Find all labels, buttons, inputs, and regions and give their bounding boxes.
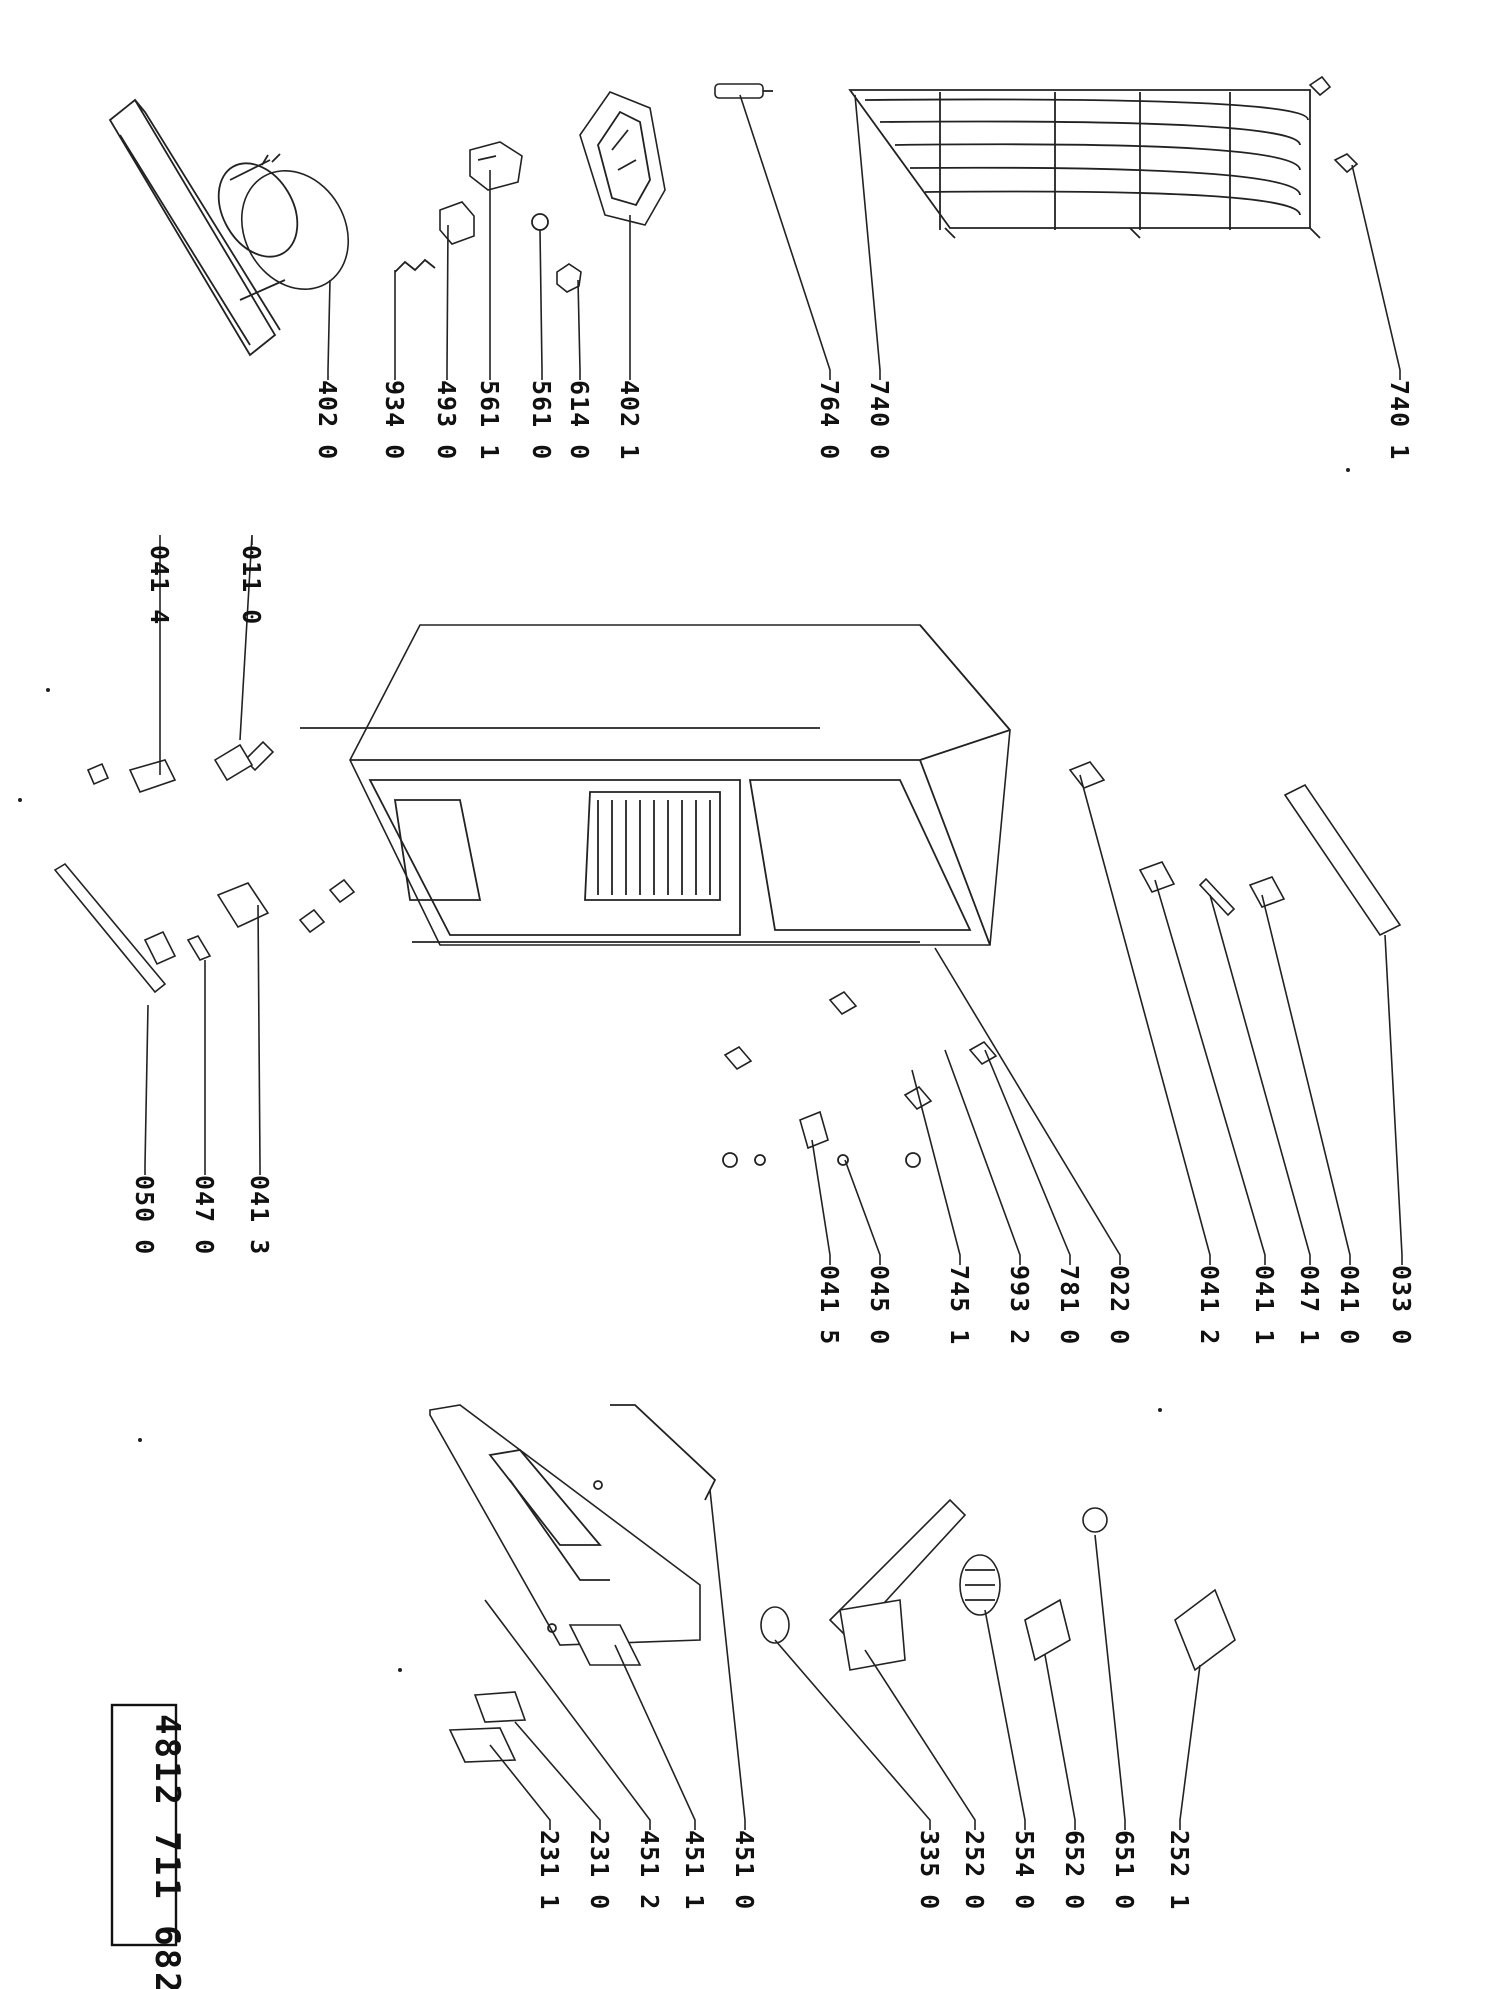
part-label: 041 5: [815, 1265, 844, 1345]
leader-line: [984, 1049, 1071, 1265]
hinge-parts-lower: [53, 862, 356, 994]
part-number-labels: 402 0 934 0 493 0 561 1 561 0 614 0 402 1 764 0…: [130, 94, 1416, 1910]
part-label: 652 0: [1060, 1830, 1089, 1910]
part-label: 934 0: [380, 380, 409, 460]
part-label: 993 2: [1005, 1265, 1034, 1345]
part-label: 402 1: [615, 380, 644, 460]
part-label: 745 1: [945, 1265, 974, 1345]
leader-line: [1179, 1664, 1201, 1830]
leader-line: [1351, 164, 1401, 380]
part-label: 041 3: [245, 1175, 274, 1255]
leader-line: [1044, 1654, 1076, 1830]
part-label: 451 1: [680, 1830, 709, 1910]
leader-line: [539, 229, 543, 380]
part-label: 335 0: [915, 1830, 944, 1910]
leader-line: [144, 1004, 149, 1175]
lamp-holder-2521: [1174, 1588, 1236, 1672]
part-label: 740 0: [865, 380, 894, 460]
leader-line: [257, 904, 261, 1175]
part-label: 651 0: [1110, 1830, 1139, 1910]
part-label: 561 0: [527, 380, 556, 460]
leader-line: [1384, 934, 1403, 1265]
leader-line: [774, 1639, 931, 1830]
leader-line: [1154, 879, 1266, 1265]
bracket-231: [448, 1691, 527, 1763]
leader-line: [911, 1069, 961, 1265]
refrigerator-cabinet: [300, 624, 1011, 946]
leader-line: [327, 279, 331, 380]
part-label: 451 2: [635, 1830, 664, 1910]
hinge-parts-upper: [86, 740, 275, 793]
document-number-box: 4812 711 68269: [110, 1703, 187, 1989]
leader-line: [844, 1159, 881, 1265]
filter-drier: [714, 83, 773, 99]
part-label: 041 4: [145, 545, 174, 625]
leader-line: [1261, 894, 1351, 1265]
evap-clips: [1308, 75, 1359, 174]
thermostat-housing: [828, 1498, 967, 1671]
part-label: 493 0: [432, 380, 461, 460]
document-number: 4812 711 68269: [147, 1714, 187, 1989]
part-label: 045 0: [865, 1265, 894, 1345]
part-label: 047 0: [190, 1175, 219, 1255]
part-label: 041 0: [1335, 1265, 1364, 1345]
part-label: 781 0: [1055, 1265, 1084, 1345]
part-label: 451 0: [730, 1830, 759, 1910]
leader-line: [577, 279, 581, 380]
part-label: 041 2: [1195, 1265, 1224, 1345]
part-label: 041 1: [1250, 1265, 1279, 1345]
relay-493: [439, 201, 475, 245]
part-label: 231 0: [585, 1830, 614, 1910]
part-label: 402 0: [313, 380, 342, 460]
leader-line: [944, 1049, 1021, 1265]
part-label: 022 0: [1105, 1265, 1134, 1345]
part-label: 231 1: [535, 1830, 564, 1910]
leader-line: [934, 947, 1121, 1265]
back-plate-bracket: [610, 1404, 717, 1501]
grommet-614: [556, 263, 582, 293]
part-label: 252 1: [1165, 1830, 1194, 1910]
lamp-651: [1082, 1507, 1108, 1533]
part-label: 047 1: [1295, 1265, 1324, 1345]
leader-line: [489, 1744, 551, 1830]
compressor: [217, 153, 350, 301]
small-plate-4511: [568, 1624, 642, 1666]
leader-line: [984, 1609, 1026, 1830]
cover-561: [469, 141, 523, 191]
leader-line: [614, 1644, 696, 1830]
evaporator-740: [848, 89, 1321, 239]
leader-line: [739, 94, 831, 380]
thermostat-knob: [760, 1606, 790, 1644]
leader-line: [1079, 774, 1211, 1265]
leader-line: [514, 1721, 601, 1830]
leader-line: [709, 1489, 746, 1830]
part-label: 561 1: [475, 380, 504, 460]
clip-561: [531, 213, 549, 231]
part-label: 614 0: [565, 380, 594, 460]
leader-line: [854, 94, 881, 380]
leader-line: [446, 224, 449, 380]
part-label: 033 0: [1387, 1265, 1416, 1345]
leader-line: [1094, 1534, 1126, 1830]
part-label: 764 0: [815, 380, 844, 460]
part-label: 011 0: [237, 545, 266, 625]
leader-line: [1209, 894, 1311, 1265]
part-label: 050 0: [130, 1175, 159, 1255]
door-small-parts: [722, 761, 1402, 1168]
leader-line: [864, 1649, 976, 1830]
part-label: 554 0: [1010, 1830, 1039, 1910]
pipe-934: [394, 258, 436, 273]
leader-line: [811, 1139, 831, 1265]
leader-line: [484, 1599, 651, 1830]
part-label: 252 0: [960, 1830, 989, 1910]
spring-554: [959, 1554, 1001, 1616]
part-label: 740 1: [1385, 380, 1414, 460]
condenser-bracket: [108, 98, 281, 357]
stray-dots: [18, 468, 1350, 1672]
back-plate: [429, 1404, 701, 1646]
drip-tray: [579, 91, 666, 226]
thermostat-652: [1024, 1598, 1071, 1662]
leader-line: [239, 534, 253, 741]
